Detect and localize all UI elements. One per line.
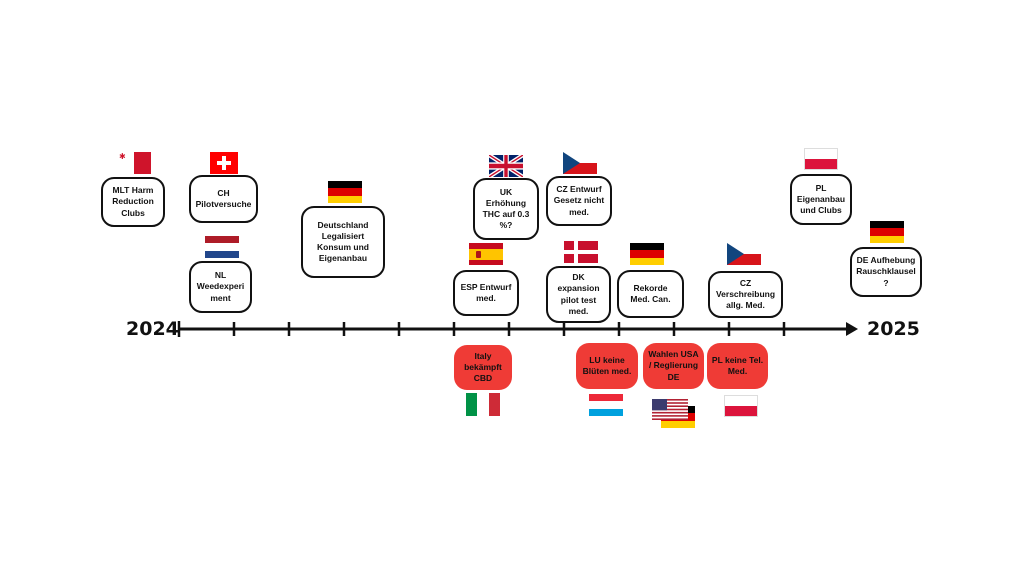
malta-flag: ✱ (117, 152, 151, 174)
switzerland-flag (210, 152, 238, 174)
germany-flag (870, 221, 904, 243)
usa-flag (652, 399, 688, 420)
event-box-esp: ESP Entwurf med. (453, 270, 519, 316)
spain-flag (469, 243, 503, 265)
event-box-pl-tele: PL keine Tel. Med. (707, 343, 768, 389)
poland-flag (724, 395, 758, 417)
event-box-uk: UK Erhöhung THC auf 0.3 %? (473, 178, 539, 240)
start-year-label: 2024 (126, 318, 179, 340)
event-box-mlt: MLT Harm Reduction Clubs (101, 177, 165, 227)
axis-ticks (177, 321, 786, 337)
event-box-cz-draft: CZ Entwurf Gesetz nicht med. (546, 176, 612, 226)
event-box-usde: Wahlen USA / Reglierung DE (643, 343, 704, 389)
czech-flag (563, 152, 597, 174)
czech-flag (727, 243, 761, 265)
event-box-cz-presc: CZ Verschreibung allg. Med. (708, 271, 783, 318)
event-box-de-legal: Deutschland Legalisiert Konsum und Eigen… (301, 206, 385, 278)
uk-flag (489, 155, 523, 177)
axis-arrow-icon (846, 322, 858, 336)
event-box-nl: NL Weedexperi ment (189, 261, 252, 313)
denmark-flag (564, 241, 598, 263)
event-box-pl-grow: PL Eigenanbau und Clubs (790, 174, 852, 225)
germany-flag (630, 243, 664, 265)
event-box-ch: CH Pilotversuche (189, 175, 258, 223)
end-year-label: 2025 (867, 318, 920, 340)
event-box-it: Italy bekämpft CBD (454, 345, 512, 390)
germany-flag (328, 181, 362, 203)
italy-flag (466, 393, 500, 416)
event-box-lu: LU keine Blüten med. (576, 343, 638, 389)
event-box-dk: DK expansion pilot test med. (546, 266, 611, 323)
netherlands-flag (205, 236, 239, 258)
event-box-de-rausch: DE Aufhebung Rauschklausel ? (850, 247, 922, 297)
event-box-de-records: Rekorde Med. Can. (617, 270, 684, 318)
poland-flag (804, 148, 838, 170)
luxembourg-flag (589, 394, 623, 416)
george-cross-icon: ✱ (119, 152, 126, 161)
